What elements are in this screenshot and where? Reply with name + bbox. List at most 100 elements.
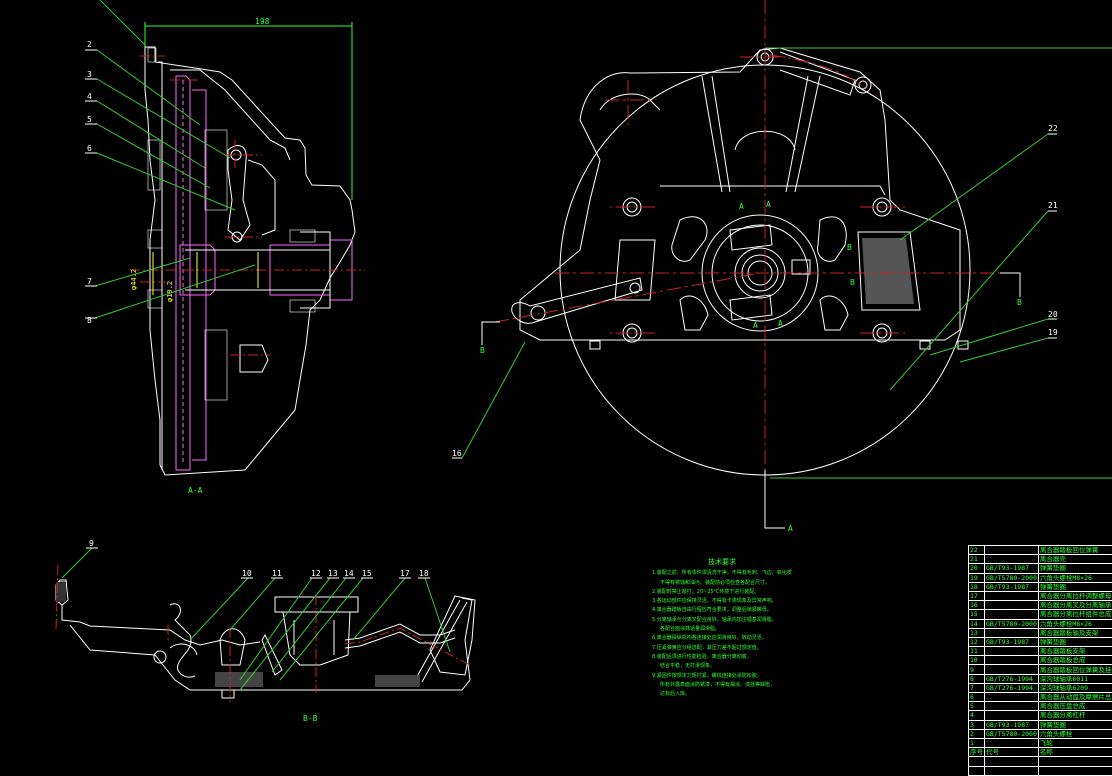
- bom-standard-code: GB/T276-1994: [985, 683, 1039, 692]
- section-cut-indicators: [482, 273, 1020, 528]
- bom-standard-code: GB/T93-1987: [985, 564, 1039, 573]
- bom-part-name: 离合器踏板回位弹簧及挂钩: [1038, 665, 1112, 674]
- section-b-balloon-underlines: [86, 548, 430, 578]
- bom-row: 8GB/T276-1994深沟球轴承60111: [969, 674, 1112, 683]
- title-block-cell: [985, 757, 1039, 766]
- bom-standard-code: GB/T93-1987: [985, 720, 1039, 729]
- bom-part-name: 六角头螺栓: [1038, 729, 1112, 738]
- bom-item-number: 14: [969, 619, 985, 628]
- bom-item-number: 13: [969, 628, 985, 637]
- bom-item-number: 1: [969, 738, 985, 747]
- dim-phi-44: φ44.2: [130, 269, 138, 290]
- bom-standard-code: [985, 555, 1039, 564]
- cut-label-b-right: B: [1017, 298, 1022, 307]
- bom-row: 6离合器从动盘及摩擦片总成1: [969, 693, 1112, 702]
- tech-line: 结合平稳，无打滑现象。: [652, 662, 792, 671]
- tech-line: 4.离合器踏板自由行程应符合要求，调整后锁紧螺母。: [652, 606, 792, 615]
- section-marker-a1: A: [739, 202, 744, 211]
- bom-standard-code: GB/T276-1994: [985, 674, 1039, 683]
- bom-standard-code: GB/T5780-2000: [985, 619, 1039, 628]
- title-block-cell: [1038, 766, 1112, 775]
- bom-item-number: 19: [969, 573, 985, 582]
- dim-phi-19: φ19.2: [166, 281, 174, 302]
- bom-standard-code: GB/T93-1987: [985, 582, 1039, 591]
- bom-part-name: 离合器从动盘及摩擦片总成: [1038, 693, 1112, 702]
- bom-row: 4离合器分离杠杆1: [969, 711, 1112, 720]
- section-b-hatch: [56, 582, 420, 687]
- balloon-10: 10: [242, 569, 252, 578]
- bom-part-name: 六角头螺栓M8×26: [1038, 573, 1112, 582]
- bom-item-number: 8: [969, 674, 985, 683]
- bom-item-number: 2: [969, 729, 985, 738]
- balloon-19: 19: [1048, 328, 1058, 337]
- bom-standard-code: [985, 693, 1039, 702]
- front-view-hatch: [862, 238, 914, 304]
- section-marker-a4: A: [778, 319, 783, 328]
- bom-standard-code: GB/T5780-2000: [985, 729, 1039, 738]
- bom-standard-code: GB/T93-1987: [985, 637, 1039, 646]
- bom-part-name: 离合器踏板支架: [1038, 647, 1112, 656]
- title-block-cell: [1038, 757, 1112, 766]
- title-block-row: [969, 757, 1112, 766]
- bom-standard-code: [985, 591, 1039, 600]
- section-a-a-view: [145, 22, 355, 475]
- section-b-leaders: [62, 548, 450, 690]
- balloon-14: 14: [344, 569, 354, 578]
- bom-item-number: 11: [969, 647, 985, 656]
- balloon-6: 6: [87, 144, 92, 153]
- tech-line: 2.装配时禁止敲打，20~25℃环境下进行装配。: [652, 588, 792, 597]
- tech-requirements-title: 技术要求: [652, 558, 792, 567]
- bom-item-number: 22: [969, 546, 985, 555]
- bom-part-name: 离合器分离拉杆组件总成: [1038, 610, 1112, 619]
- bom-item-number: 10: [969, 656, 985, 665]
- balloon-11: 11: [272, 569, 282, 578]
- tech-line: 达标后入库。: [652, 690, 792, 699]
- bom-row: 1飞轮1: [969, 738, 1112, 747]
- bom-part-name: 离合器分离叉及分离轴承: [1038, 601, 1112, 610]
- balloon-15: 15: [362, 569, 372, 578]
- bom-row: 21离合器壳1: [969, 555, 1112, 564]
- bom-item-number: 20: [969, 564, 985, 573]
- bom-standard-code: [985, 546, 1039, 555]
- bom-part-name: 弹簧垫圈: [1038, 637, 1112, 646]
- bom-part-name: 六角头螺栓M8×26: [1038, 619, 1112, 628]
- section-a-center-lines: [130, 56, 365, 355]
- section-marker-a3: A: [753, 321, 758, 330]
- balloon-21: 21: [1048, 201, 1058, 210]
- tech-line: 9.紧固件按规定力矩拧紧，螺纹连接处涂防松胶，: [652, 672, 792, 681]
- title-block-cell: [969, 757, 985, 766]
- bom-standard-code: [985, 738, 1039, 747]
- bom-item-number: 3: [969, 720, 985, 729]
- balloon-17: 17: [400, 569, 410, 578]
- tech-line: 7.压紧弹簧应分组选配，其压力差不超过规定值。: [652, 644, 792, 653]
- bom-item-number: 18: [969, 582, 985, 591]
- front-view-balloon-underlines: [452, 134, 1057, 458]
- bom-part-name: 离合器踏板总成: [1038, 656, 1112, 665]
- dimension-198: 198: [255, 17, 270, 26]
- bom-item-number: 16: [969, 601, 985, 610]
- balloon-9: 9: [89, 539, 94, 548]
- balloon-7: 7: [87, 277, 92, 286]
- bom-part-name: 弹簧垫圈: [1038, 582, 1112, 591]
- bom-part-name: 离合器分离杠杆: [1038, 711, 1112, 720]
- bom-header-row: 序号代号名称数量: [969, 748, 1112, 757]
- bom-row: 22离合器踏板回位弹簧1: [969, 546, 1112, 555]
- tech-line: 6.离合器操纵机构各连接处应润滑良好，转动灵活。: [652, 634, 792, 643]
- tech-line: 8.装配后须进行性能检验，离合器分离彻底，: [652, 653, 792, 662]
- section-marker-b2: B: [850, 278, 855, 287]
- technical-requirements: 技术要求 1.装配之前，所有零件须清洗干净，不得有毛刺、飞边、氧化皮， 不得有锈…: [652, 558, 792, 699]
- cad-drawing-canvas[interactable]: φ44.2 φ19.2 198 A-A 2 3 4 5 6 7 8: [0, 0, 1112, 735]
- bom-item-number: 15: [969, 610, 985, 619]
- bom-part-name: 离合器压盘总成: [1038, 702, 1112, 711]
- tech-line: 5.分离轴承与分离叉配合良好，轴承内加注锂基润滑脂，: [652, 616, 792, 625]
- balloon-12: 12: [311, 569, 321, 578]
- bom-standard-code: [985, 702, 1039, 711]
- bom-standard-code: [985, 601, 1039, 610]
